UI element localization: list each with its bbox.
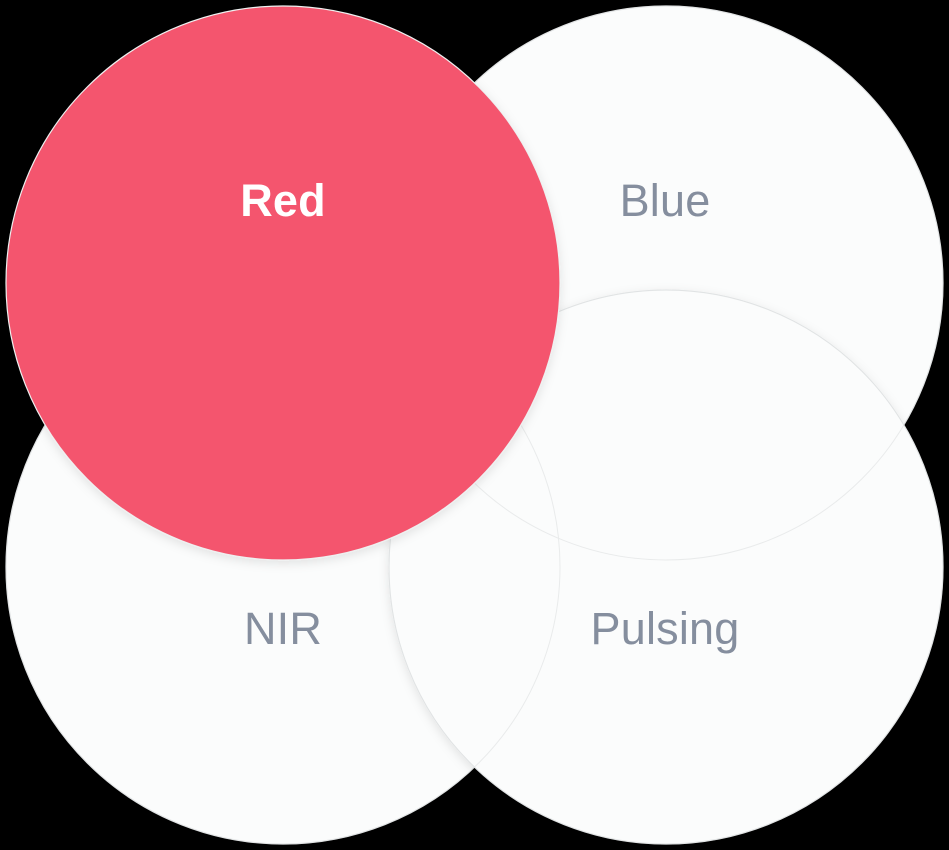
venn-circle-pulsing[interactable] — [388, 289, 944, 845]
venn-circle-red[interactable] — [5, 5, 561, 561]
